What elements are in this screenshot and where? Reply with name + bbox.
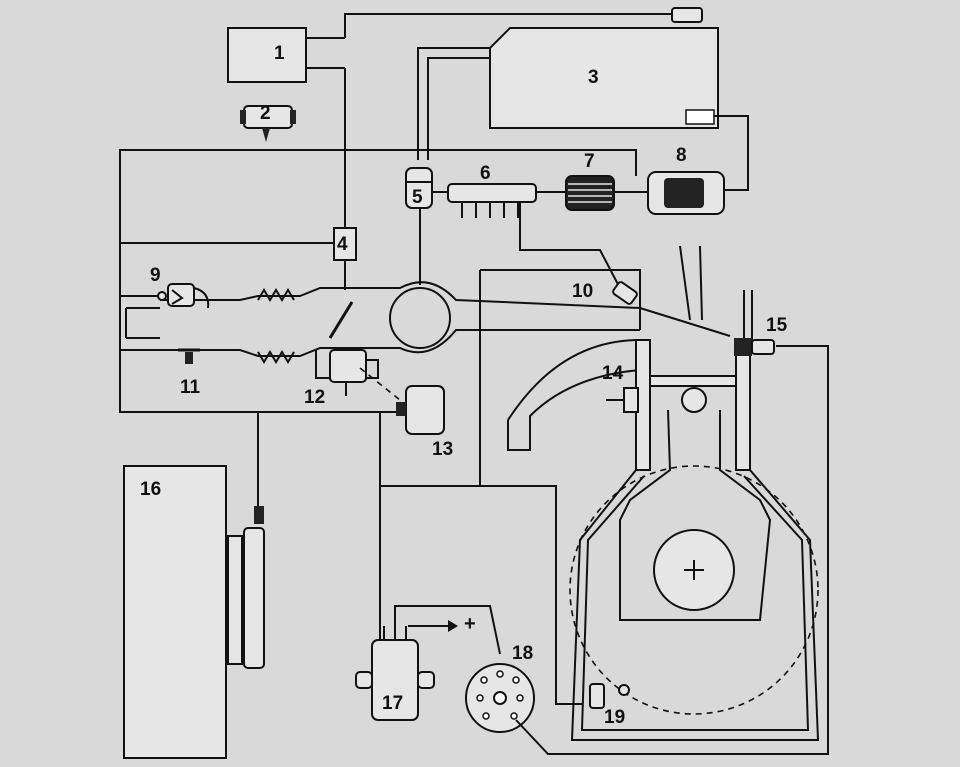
radiator-16 <box>123 465 265 759</box>
coolant-sensor-14 <box>606 387 639 413</box>
sensor-2 <box>240 105 296 142</box>
wire-loop-left <box>119 149 265 413</box>
label-18: 18 <box>512 643 534 664</box>
label-14: 14 <box>602 363 624 384</box>
label-6: 6 <box>480 163 491 184</box>
label-10: 10 <box>572 281 594 302</box>
label-17: 17 <box>382 693 404 714</box>
label-2: 2 <box>260 103 271 124</box>
label-12: 12 <box>304 387 326 408</box>
engine-block <box>479 245 820 741</box>
fuel-pump-8 <box>647 171 725 215</box>
label-3: 3 <box>588 67 599 88</box>
distributor-18 <box>465 663 535 733</box>
label-4: 4 <box>337 234 348 255</box>
spark-plug-15 <box>734 338 775 356</box>
wire-19 <box>380 485 582 705</box>
ignition-lead <box>515 345 829 755</box>
coil-to-distributor <box>394 605 501 655</box>
fuel-filter-7 <box>565 175 615 211</box>
fuel-pickup-filter <box>685 109 715 125</box>
throttle-actuator-12 <box>315 349 379 396</box>
label-1: 1 <box>274 43 285 64</box>
label-5: 5 <box>412 187 423 208</box>
label-16: 16 <box>140 479 162 500</box>
fuel-rail-6 <box>432 183 566 218</box>
label-13: 13 <box>432 439 454 460</box>
fuel-return-pipe-inner <box>427 57 490 160</box>
fuel-tank-3 <box>489 27 719 129</box>
label-7: 7 <box>584 151 595 172</box>
coil-plus-sign: + <box>464 613 476 635</box>
coil-arrowhead <box>448 620 458 632</box>
ignition-coil-17 <box>355 626 435 721</box>
wire-bus <box>258 411 381 640</box>
label-8: 8 <box>676 145 687 166</box>
label-9: 9 <box>150 265 161 286</box>
injector-10 <box>612 281 638 305</box>
pickup-line <box>714 115 749 191</box>
air-temp-sensor-11 <box>178 348 200 364</box>
canister-1 <box>227 27 345 83</box>
vent-pipe <box>344 13 672 38</box>
tank-cap <box>671 7 703 23</box>
wire-top <box>265 149 637 176</box>
dash-link-12-13 <box>359 367 401 401</box>
idle-sensor-9 <box>157 283 210 309</box>
label-15: 15 <box>766 315 788 336</box>
fuel-return-pipe <box>417 47 490 160</box>
crank-sensor-19 <box>589 683 630 709</box>
intake-manifold <box>125 281 641 364</box>
label-19: 19 <box>604 707 626 728</box>
label-11: 11 <box>180 377 201 398</box>
sensor-13 <box>396 385 445 435</box>
